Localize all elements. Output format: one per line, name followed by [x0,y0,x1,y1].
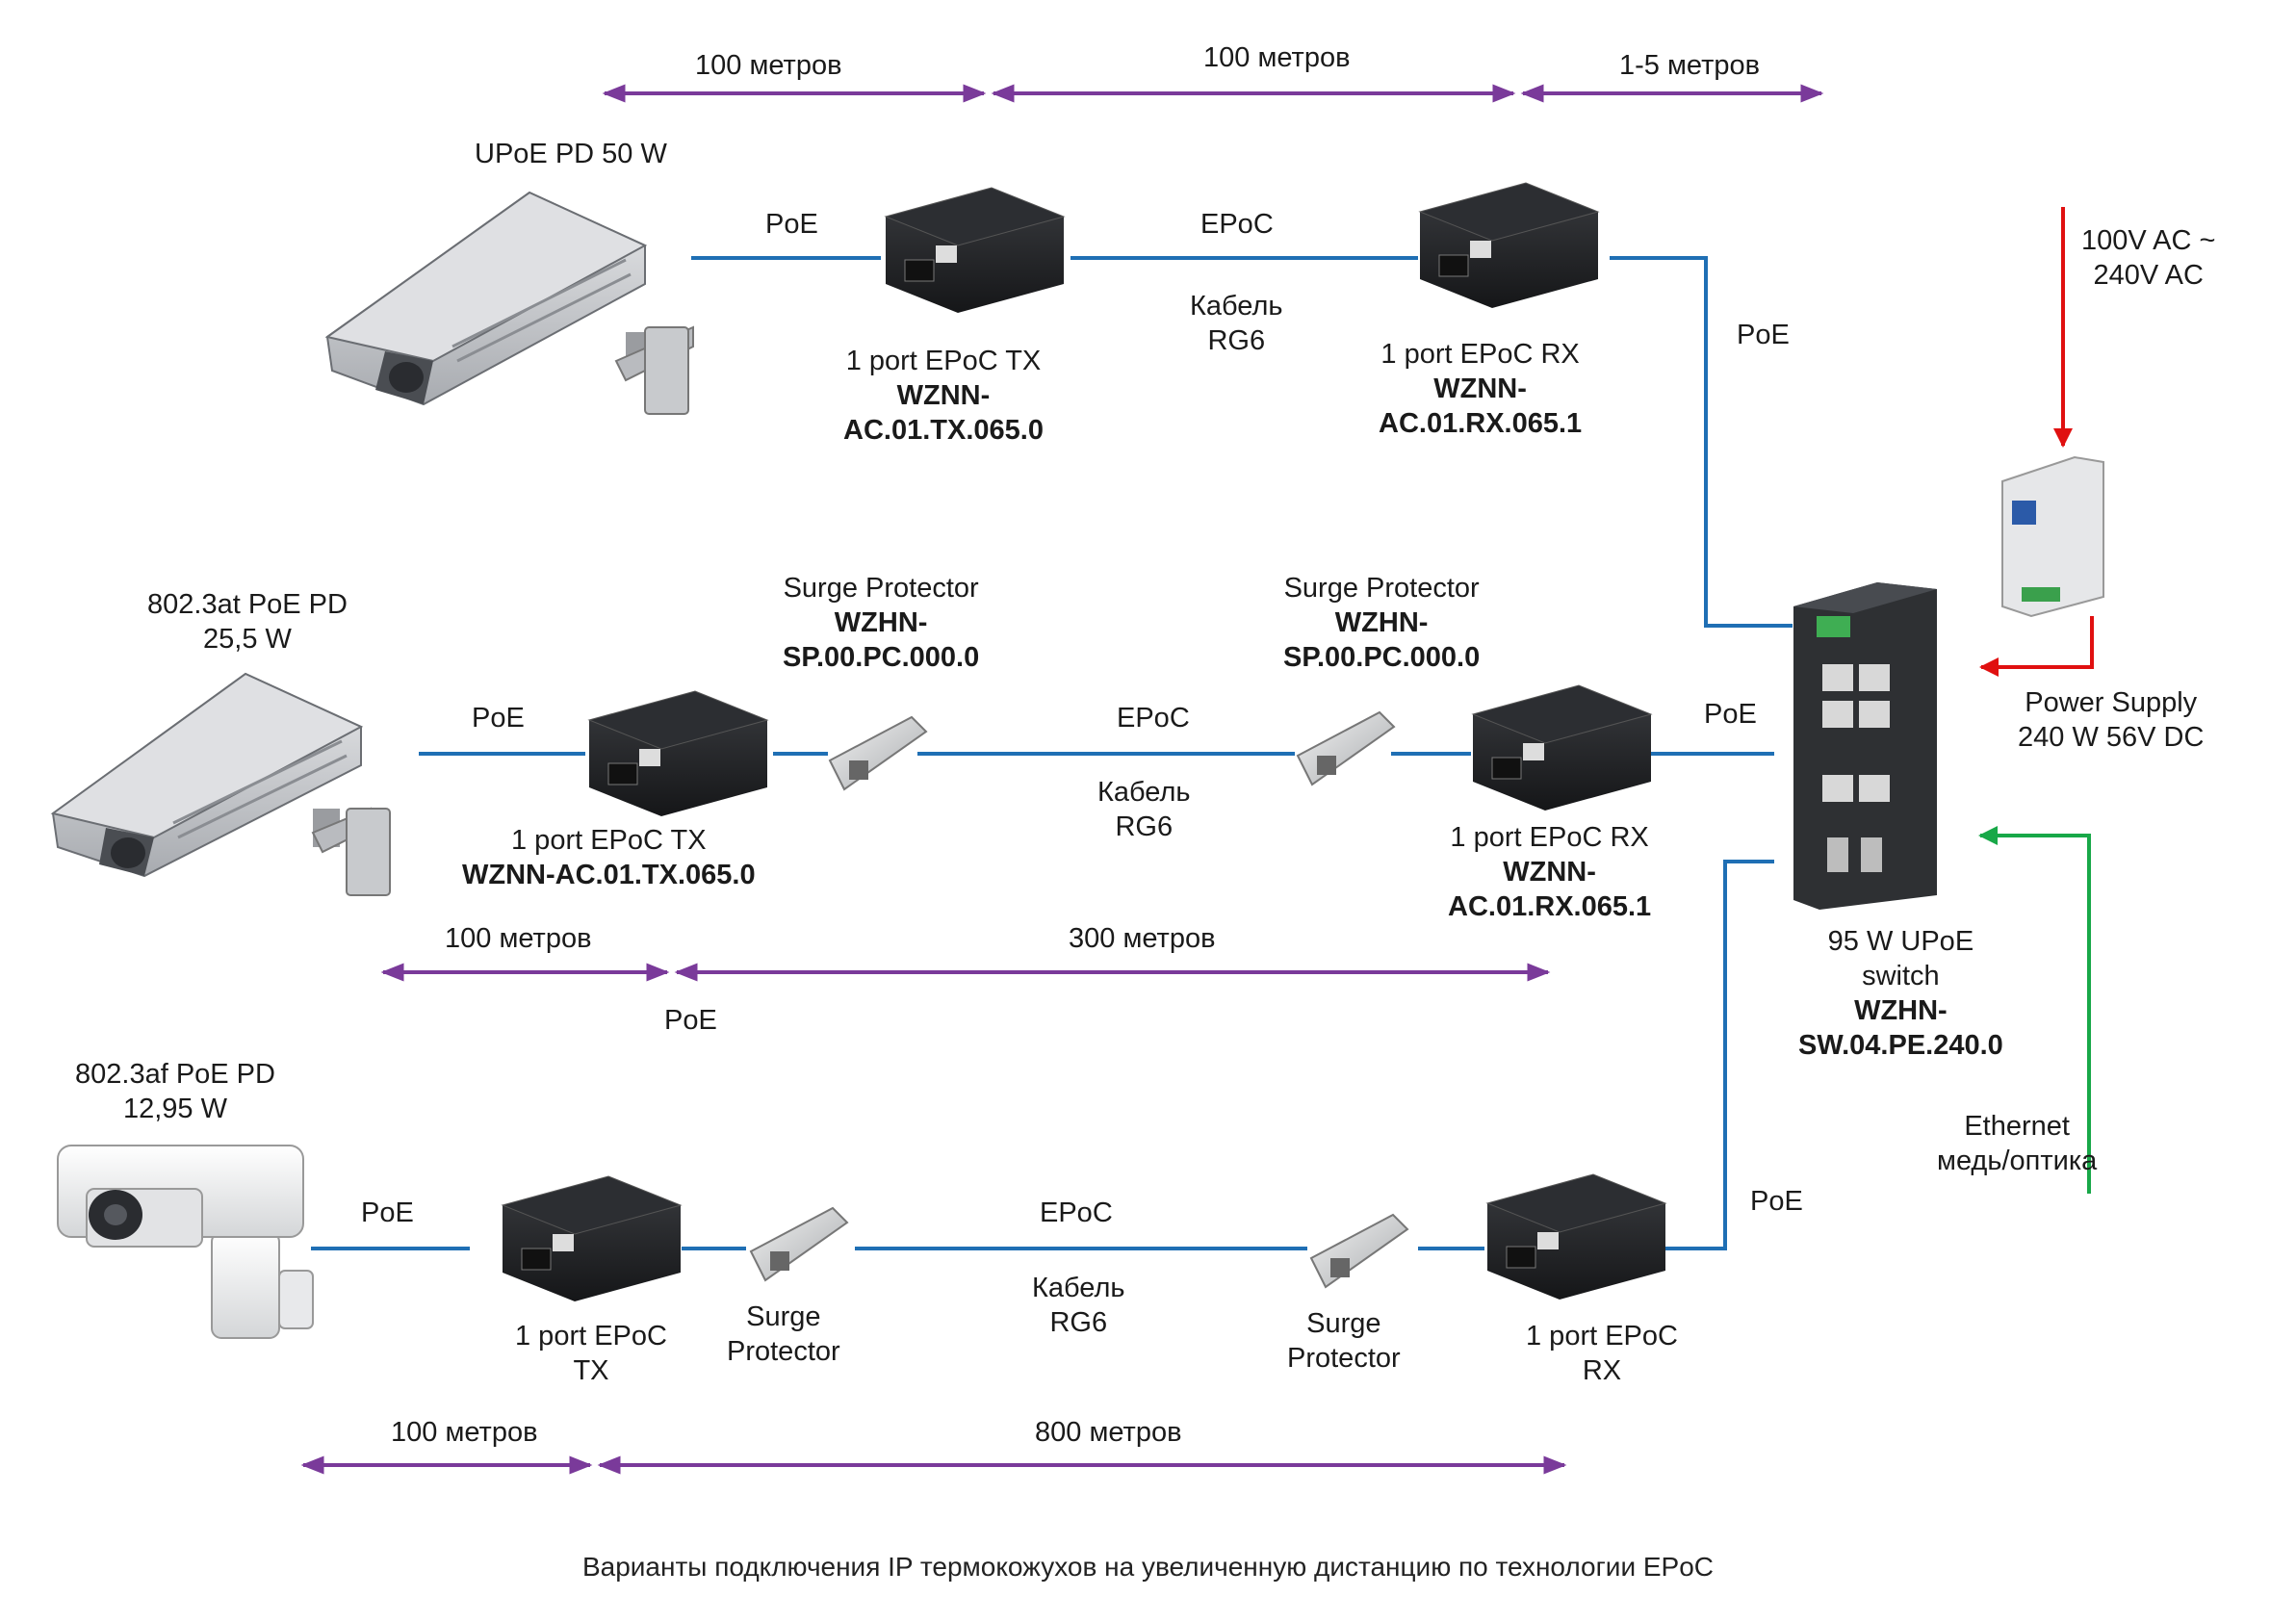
surge-protector-a-icon [828,715,928,791]
cables [311,256,1793,1250]
distance-label-r2a: 100 метров [445,923,592,954]
surge-b-label: Surge Protector WZHN-SP.00.PC.000.0 [1283,573,1481,673]
distance-label-r1a: 100 метров [695,50,842,81]
camera-poe-af-housing-icon [57,1145,314,1339]
rx2-label: 1 port EPoC RX WZNN-AC.01.RX.065.1 [1448,822,1652,922]
distance-label-r2b: 300 метров [1069,923,1216,954]
surge-protector-d-icon [1309,1213,1409,1289]
ac-input-label: 100V AC ~240V AC [2081,225,2216,291]
epoc-tx2-device-icon [587,690,769,816]
poe-link-label: PoE [664,1005,717,1036]
poe-link-label: PoE [1704,699,1757,730]
epoc-rx2-device-icon [1471,684,1653,811]
surge-protector-c-icon [749,1206,849,1282]
surge-a-label: Surge Protector WZHN-SP.00.PC.000.0 [783,573,980,673]
camera1-label: UPoE PD 50 W [475,139,667,169]
distance-label-r3a: 100 метров [391,1417,538,1448]
distance-label-r3b: 800 метров [1035,1417,1182,1448]
poe-link-label: PoE [1750,1186,1803,1217]
power-supply-icon [2001,455,2104,618]
epoc-link-label: EPoC [1040,1197,1113,1228]
tx2-label: 1 port EPoC TX WZNN-AC.01.TX.065.0 [462,825,756,890]
rx1-label: 1 port EPoC RX WZNN-AC.01.RX.065.1 [1379,339,1583,439]
upoe-switch-icon [1793,582,1937,910]
poe-link-label: PoE [361,1197,414,1228]
surge-protector-b-icon [1296,710,1396,786]
dc-output-arrow [1979,616,2094,677]
poe-link-label: PoE [1737,320,1790,350]
epoc-tx3-device-icon [501,1175,683,1301]
epoc-tx1-device-icon [884,187,1066,313]
epoc-link-label: EPoC [1200,209,1274,240]
poe-link-label: PoE [472,703,525,734]
diagram-caption: Варианты подключения IP термокожухов на … [581,1552,1715,1582]
camera-poe-at-housing-icon [50,672,391,896]
epoc-rx3-device-icon [1485,1173,1667,1300]
poe-link-label: PoE [765,209,818,240]
distance-arrows [300,84,1824,1475]
distance-label-r1b: 100 метров [1203,42,1351,73]
camera-upoe-housing-icon [324,191,694,415]
tx1-label: 1 port EPoC TX WZNN-AC.01.TX.065.0 [843,346,1044,446]
epoc-rx1-device-icon [1418,182,1600,308]
distance-label-r1c: 1-5 метров [1619,50,1761,81]
epoc-link-label: EPoC [1117,703,1190,734]
ethernet-uplink-arrow [1978,826,2091,1194]
